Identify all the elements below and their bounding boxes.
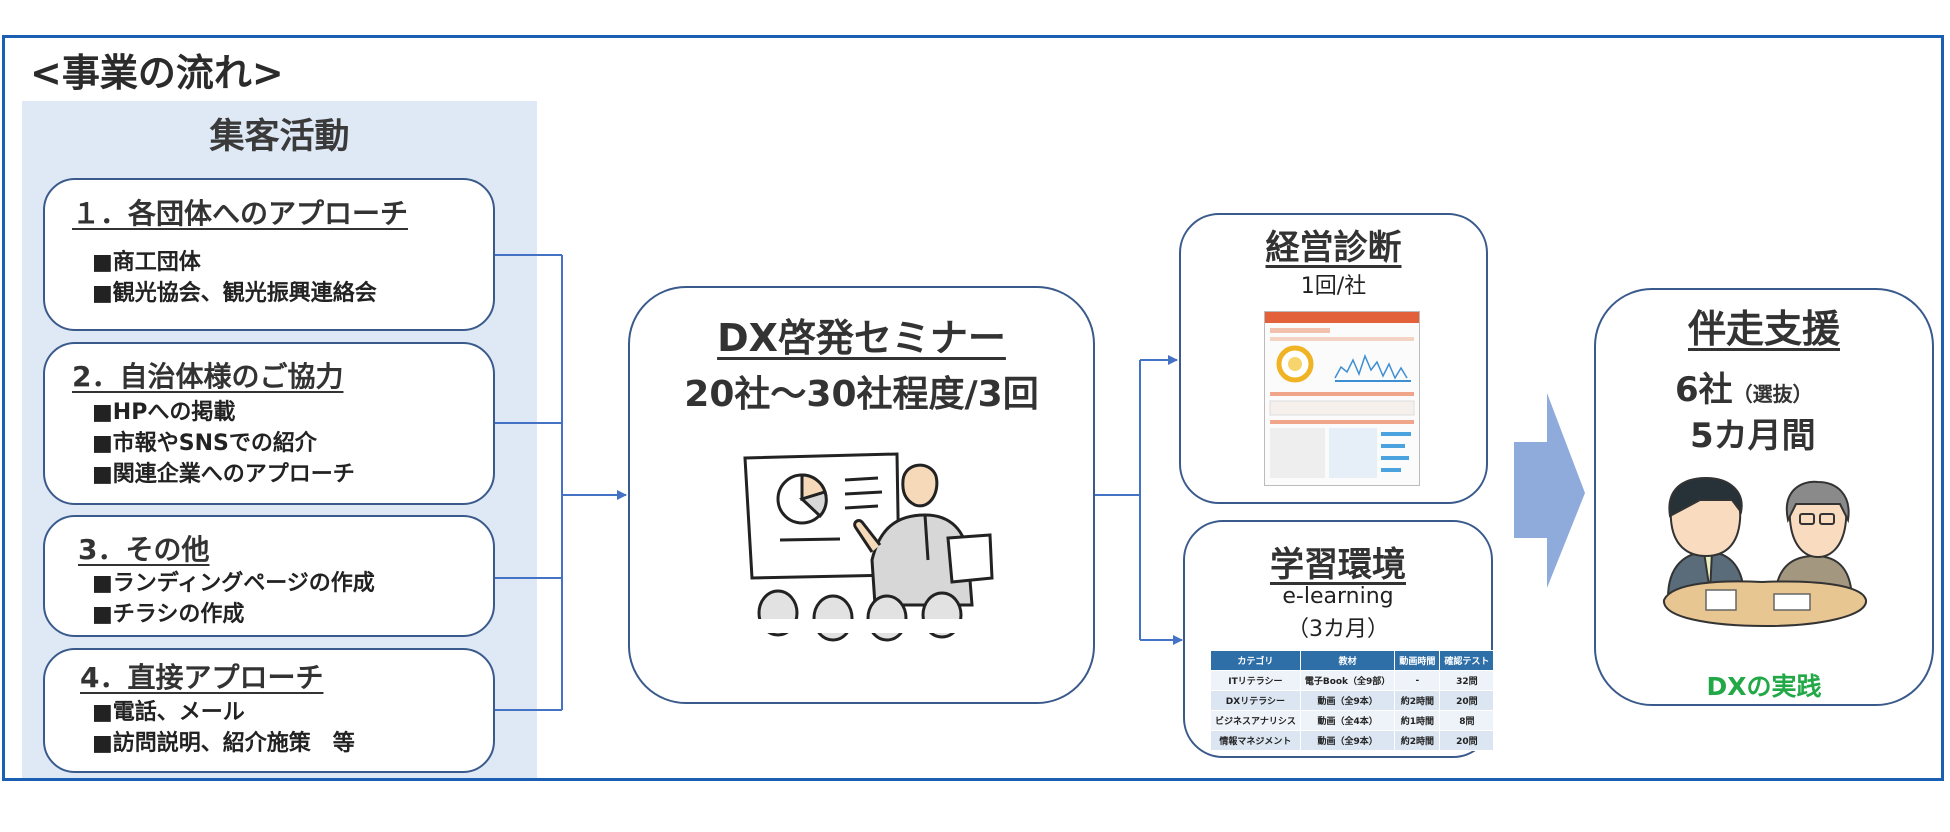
box-3-item: ■チラシの作成 <box>92 602 245 627</box>
box-2-item: ■HPへの掲載 <box>92 400 236 425</box>
box-4-title: 4．直接アプローチ <box>80 661 324 694</box>
table-cell: 情報マネジメント <box>1210 730 1301 751</box>
support-count-line: 6社（選抜） <box>1675 362 1813 411</box>
table-cell: 20問 <box>1439 690 1495 711</box>
box-1-items: ■商工団体 ■観光協会、観光振興連絡会 <box>92 247 377 309</box>
table-cell: 約2時間 <box>1394 730 1441 751</box>
diagnosis-subtitle: 1回/社 <box>1300 274 1367 299</box>
acquisition-box-2 <box>43 342 495 505</box>
learning-title: 学習環境 <box>1270 545 1406 585</box>
acquisition-box-4 <box>43 648 495 773</box>
table-cell: 32問 <box>1439 670 1495 691</box>
seminar-title: DX啓発セミナー <box>717 316 1006 360</box>
table-cell: 動画（全9本） <box>1299 730 1396 751</box>
table-cell: ビジネスアナリシス <box>1210 710 1301 731</box>
big-flow-arrow <box>1514 393 1585 588</box>
table-cell: 動画（全9本） <box>1299 690 1396 711</box>
panel-title: 集客活動 <box>209 117 350 157</box>
box-4-item: ■電話、メール <box>92 700 245 725</box>
box-4-items: ■電話、メール ■訪問説明、紹介施策 等 <box>92 697 355 759</box>
learning-line1: e-learning <box>1282 584 1394 609</box>
table-cell: 約1時間 <box>1394 710 1441 731</box>
box-3-item: ■ランディングページの作成 <box>92 571 375 596</box>
table-cell: ITリテラシー <box>1210 670 1301 691</box>
acquisition-box-3 <box>43 515 495 637</box>
seminar-subtitle: 20社～30社程度/3回 <box>684 374 1039 415</box>
box-1-item: ■観光協会、観光振興連絡会 <box>92 281 377 306</box>
table-cell: 電子Book（全9部） <box>1299 670 1396 691</box>
box-2-title: 2．自治体様のご協力 <box>72 360 344 393</box>
table-row: 情報マネジメント 動画（全9本） 約2時間 20問 <box>1210 730 1495 751</box>
diagnosis-title: 経営診断 <box>1265 228 1402 268</box>
box-2-items: ■HPへの掲載 ■市報やSNSでの紹介 ■関連企業へのアプローチ <box>92 397 355 490</box>
support-count: 6社 <box>1675 370 1733 410</box>
diagram-frame <box>2 35 1944 781</box>
table-header-row: カテゴリ 教材 動画時間 確認テスト <box>1210 650 1495 671</box>
table-header: 教材 <box>1299 650 1396 671</box>
support-count-note: （選抜） <box>1732 382 1813 406</box>
table-row: ビジネスアナリシス 動画（全4本） 約1時間 8問 <box>1210 710 1495 731</box>
support-footer: DXの実践 <box>1706 672 1822 701</box>
box-3-items: ■ランディングページの作成 ■チラシの作成 <box>92 568 375 630</box>
report-thumbnail <box>1264 311 1420 486</box>
acquisition-box-1 <box>43 178 495 331</box>
box-2-item: ■関連企業へのアプローチ <box>92 462 355 487</box>
support-card <box>1594 288 1934 706</box>
box-3-title: 3．その他 <box>78 533 210 566</box>
box-1-item: ■商工団体 <box>92 250 201 275</box>
learning-line2: （3カ月） <box>1287 617 1389 642</box>
page-heading: <事業の流れ> <box>30 51 284 95</box>
elearning-table: カテゴリ 教材 動画時間 確認テスト ITリテラシー 電子Book（全9部） -… <box>1210 650 1495 751</box>
table-cell: 動画（全4本） <box>1299 710 1396 731</box>
box-2-item: ■市報やSNSでの紹介 <box>92 431 317 456</box>
box-4-item: ■訪問説明、紹介施策 等 <box>92 731 355 756</box>
support-duration: 5カ月間 <box>1690 416 1816 456</box>
table-cell: 20問 <box>1439 730 1495 751</box>
box-1-title: １．各団体へのアプローチ <box>72 197 409 230</box>
table-cell: 約2時間 <box>1394 690 1441 711</box>
table-header: カテゴリ <box>1210 650 1301 671</box>
table-header: 動画時間 <box>1394 650 1441 671</box>
support-title: 伴走支援 <box>1687 307 1840 351</box>
